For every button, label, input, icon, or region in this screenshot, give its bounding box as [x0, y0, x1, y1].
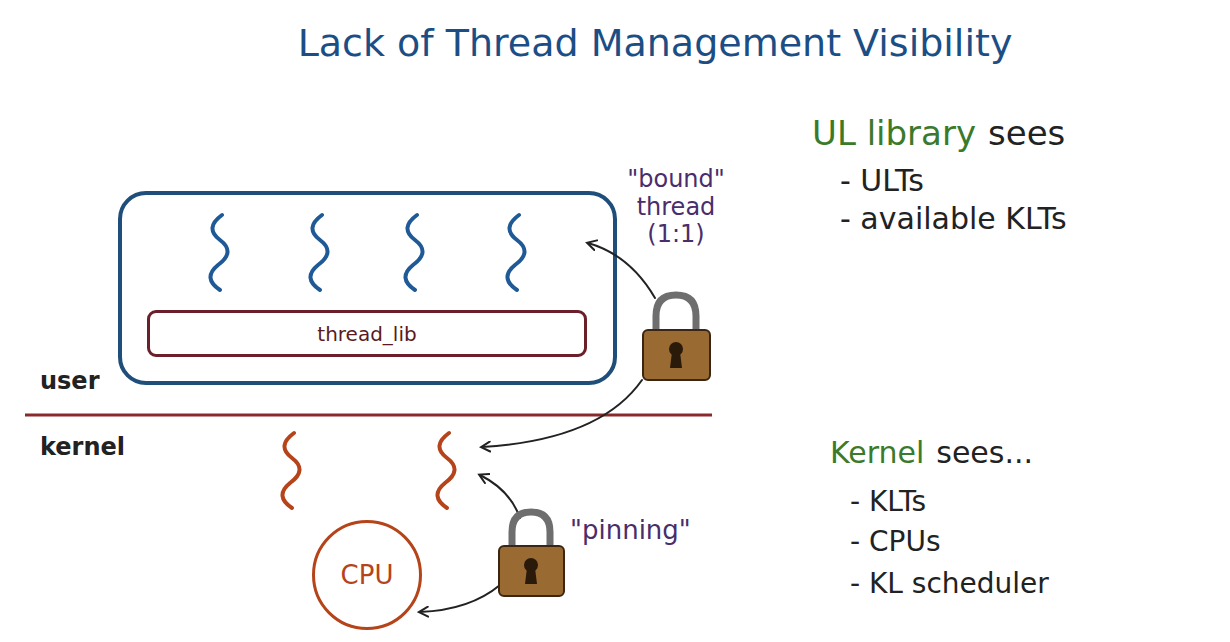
heading-label: UL library: [812, 114, 976, 153]
node-text: CPU: [341, 560, 394, 590]
list-item: - KLTs: [850, 486, 926, 518]
process-box: [120, 193, 615, 383]
kernel-threads: [282, 433, 454, 508]
callout-label: "bound" thread (1:1): [620, 166, 732, 249]
heading-label: sees...: [936, 436, 1033, 471]
lock-icon: [499, 512, 564, 596]
title: Lack of Thread Management Visibility: [298, 22, 1013, 66]
region-label: user: [40, 368, 99, 396]
list-item: - ULTs: [840, 164, 924, 199]
lock-icon: [643, 295, 710, 380]
region-label: kernel: [40, 434, 125, 462]
heading-label: sees: [988, 114, 1065, 153]
user-threads: [210, 215, 524, 290]
leader-arrows: [420, 243, 655, 612]
boundary-line: [25, 414, 712, 417]
library-box: thread_lib: [147, 310, 587, 357]
cpu-circle: CPU: [312, 520, 422, 630]
node-text: thread_lib: [317, 322, 416, 346]
list-item: - KL scheduler: [850, 568, 1049, 600]
list-item: - available KLTs: [840, 202, 1067, 237]
list-item: - CPUs: [850, 526, 941, 558]
callout-label: "pinning": [570, 516, 691, 546]
heading-label: Kernel: [830, 436, 924, 471]
